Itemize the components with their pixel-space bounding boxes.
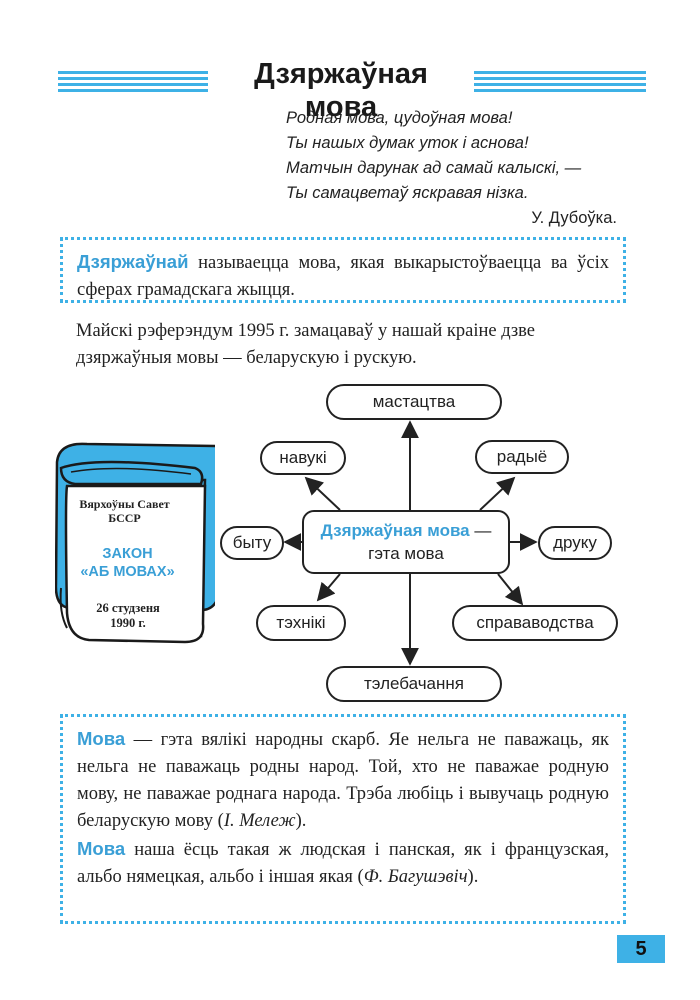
definition-term: Дзяржаўнай: [77, 251, 189, 272]
diagram-node-upper-right: радыё: [475, 440, 569, 474]
page-title: Дзяржаўная мова: [254, 58, 428, 123]
diagram-node-top: мастацтва: [326, 384, 502, 420]
definition-text: Дзяржаўнай называецца мова, якая выкарыс…: [77, 248, 609, 304]
quote-author-1: І. Мележ: [223, 811, 296, 831]
poem-line: Матчын дарунак ад самай калыскі, —: [286, 159, 582, 177]
diagram-center: Дзяржаўная мова — гэта мова: [302, 510, 510, 574]
quote-close-1: ).: [295, 811, 307, 831]
quote-author-2: Ф. Багушэвіч: [363, 867, 468, 887]
diagram-node-lower-left: тэхнікі: [256, 605, 346, 641]
book-issuer: Вярхоўны Савет БССР: [79, 497, 170, 525]
quote-term-2: Мова: [77, 838, 126, 859]
poem-line: Ты нашых думак уток і аснова!: [286, 134, 529, 152]
arrow-to-lower-left: [316, 573, 341, 602]
arrow-to-upper-left: [304, 476, 341, 511]
quote-body-1: — гэта вялікі народны скарб. Яе нельга н…: [77, 730, 609, 831]
diagram-node-right: друку: [538, 526, 612, 560]
page-number: 5: [617, 935, 665, 963]
poem: Родная мова, цудоўная мова! Ты нашых дум…: [286, 106, 626, 206]
book-law-line: «АБ МОВАХ»: [80, 564, 175, 580]
poem-line: Родная мова, цудоўная мова!: [286, 109, 513, 127]
book-date-line: 26 студзеня: [96, 601, 160, 615]
title-stripes-left: [58, 71, 208, 93]
book-icon: [55, 442, 215, 644]
poem-author: У. Дубоўка.: [531, 209, 617, 227]
quote-term-1: Мова: [77, 728, 126, 749]
quote-box: Мова — гэта вялікі народны скарб. Яе нел…: [60, 714, 626, 924]
diagram-center-sub: гэта мова: [368, 544, 444, 563]
quote-1: Мова — гэта вялікі народны скарб. Яе нел…: [77, 725, 609, 835]
definition-box: Дзяржаўнай называецца мова, якая выкарыс…: [60, 237, 626, 303]
title-stripes-right: [474, 71, 646, 93]
diagram-center-dash: —: [469, 521, 492, 540]
diagram-node-left: быту: [220, 526, 284, 560]
diagram-node-lower-right: справаводства: [452, 605, 618, 641]
quote-close-2: ).: [467, 867, 479, 887]
book-date: 26 студзеня 1990 г.: [68, 601, 188, 631]
arrow-to-upper-right: [479, 476, 516, 511]
diagram-node-bottom: тэлебачання: [326, 666, 502, 702]
diagram-node-upper-left: навукі: [260, 441, 346, 475]
arrow-to-lower-right: [497, 573, 524, 606]
law-book-illustration: [55, 442, 215, 644]
quote-2: Мова наша ёсць такая ж людская і панская…: [77, 835, 609, 891]
poem-line: Ты самацветаў яскравая нізка.: [286, 184, 529, 202]
book-law-line: ЗАКОН: [102, 546, 153, 562]
quote-body-2: наша ёсць такая ж людская і панская, як …: [77, 840, 609, 887]
book-date-line: 1990 г.: [110, 616, 146, 630]
book-law-title: ЗАКОН «АБ МОВАХ»: [70, 545, 185, 581]
referendum-paragraph: Майскі рэферэндум 1995 г. замацаваў у на…: [76, 321, 536, 368]
diagram-center-term: Дзяржаўная мова: [320, 521, 470, 540]
definition-body: называецца мова, якая выкарыстоўваецца в…: [77, 253, 609, 300]
